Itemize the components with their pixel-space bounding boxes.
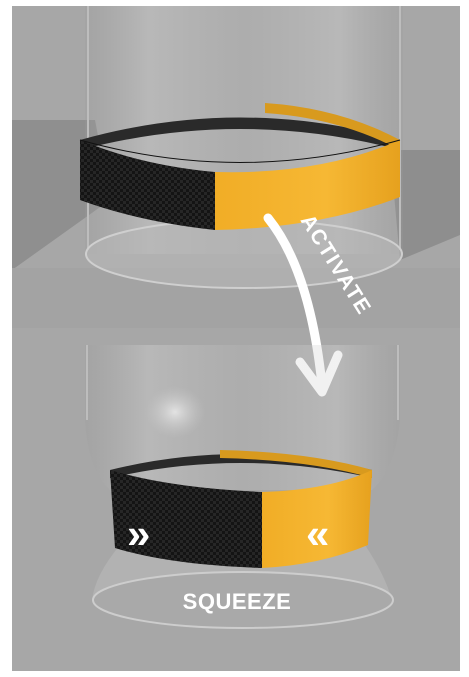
squeeze-label: SQUEEZE (183, 589, 292, 614)
glass-highlight (145, 386, 205, 438)
double-chevron-left-icon: « (306, 510, 329, 557)
double-chevron-right-icon: » (127, 510, 150, 557)
top-bottle (85, 6, 403, 288)
